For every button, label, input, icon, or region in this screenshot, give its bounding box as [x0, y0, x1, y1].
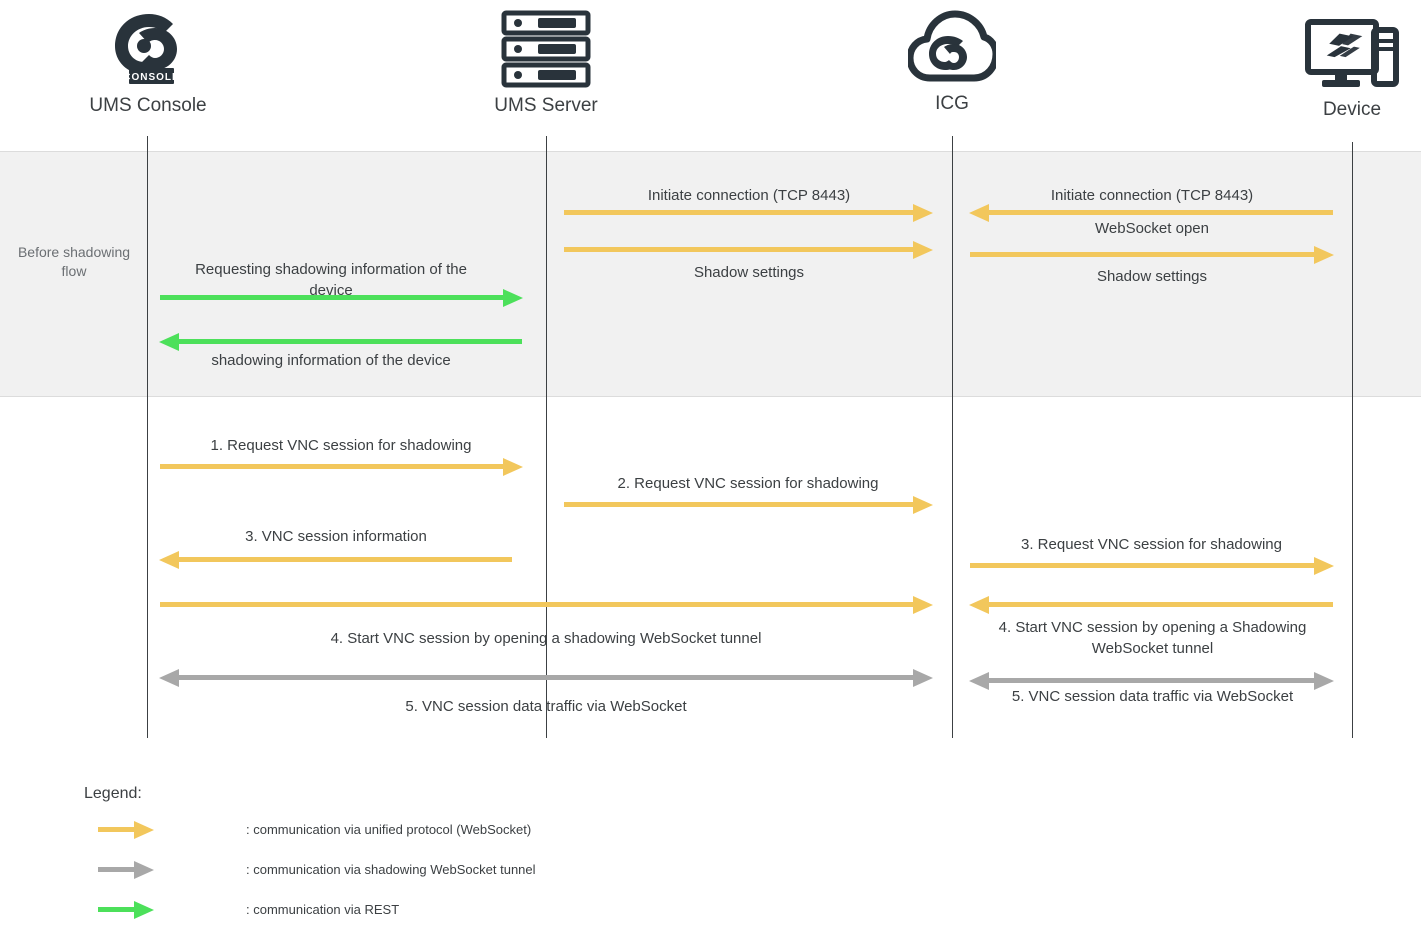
message-label: 4. Start VNC session by opening a Shadow…	[998, 619, 1307, 657]
message-label: Initiate connection (TCP 8443)	[647, 187, 851, 204]
actor-device: Device	[1256, 14, 1421, 121]
phase-label: Before shadowing flow	[17, 244, 131, 279]
message-label: 5. VNC session data traffic via WebSocke…	[1011, 688, 1294, 705]
lifeline-ums-server	[546, 136, 547, 738]
message-arrow	[564, 496, 933, 514]
actor-ums-server: UMS Server	[450, 8, 642, 117]
message-label: shadowing information of the device	[211, 352, 451, 369]
cloud-gateway-icon	[856, 4, 1048, 93]
message-arrow	[159, 333, 522, 351]
server-rack-icon	[450, 8, 642, 95]
legend-label: : communication via unified protocol (We…	[246, 822, 532, 837]
lifeline-icg	[952, 136, 953, 738]
message-arrow	[969, 672, 1334, 690]
ums-console-logo-icon: CONSOLE	[52, 8, 244, 95]
message-arrow	[159, 551, 512, 569]
legend-arrow-yellow-icon	[98, 821, 154, 839]
message-label: Shadow settings	[693, 264, 805, 281]
before-shadowing-band	[0, 151, 1421, 397]
actor-label: UMS Console	[89, 95, 207, 116]
message-label: WebSocket open	[1095, 220, 1209, 237]
legend-arrow-grey-icon	[98, 861, 154, 879]
legend-label: : communication via shadowing WebSocket …	[246, 862, 536, 877]
lifeline-device	[1352, 142, 1353, 738]
legend-label: : communication via REST	[246, 902, 400, 917]
message-arrow	[159, 669, 933, 687]
actor-label: ICG	[935, 93, 969, 114]
message-label: Requesting shadowing information of the …	[195, 261, 467, 299]
message-label: 3. VNC session information	[245, 528, 427, 545]
legend-arrow-green-icon	[98, 901, 154, 919]
actor-ums-console: CONSOLE UMS Console	[52, 8, 244, 117]
message-label: Initiate connection (TCP 8443)	[1050, 187, 1254, 204]
message-arrow	[969, 204, 1333, 222]
message-arrow	[160, 458, 523, 476]
message-arrow	[970, 557, 1334, 575]
message-label: 3. Request VNC session for shadowing	[1021, 536, 1282, 553]
message-label: 2. Request VNC session for shadowing	[617, 475, 879, 492]
message-arrow	[969, 596, 1333, 614]
actor-label: Device	[1322, 99, 1382, 120]
message-label: 5. VNC session data traffic via WebSocke…	[405, 698, 687, 715]
message-arrow	[564, 204, 933, 222]
legend-title: Legend:	[84, 785, 142, 802]
actor-icg: ICG	[856, 4, 1048, 115]
svg-text:CONSOLE: CONSOLE	[123, 72, 179, 83]
message-arrow	[160, 596, 933, 614]
actor-label: UMS Server	[494, 95, 598, 116]
message-label: 1. Request VNC session for shadowing	[210, 437, 472, 454]
message-arrow	[564, 241, 933, 259]
message-arrow	[970, 246, 1334, 264]
lifeline-ums-console	[147, 136, 148, 738]
message-label: Shadow settings	[1096, 268, 1208, 285]
message-arrow	[160, 289, 523, 307]
message-label: 4. Start VNC session by opening a shadow…	[330, 630, 762, 647]
monitor-device-icon	[1256, 14, 1421, 99]
